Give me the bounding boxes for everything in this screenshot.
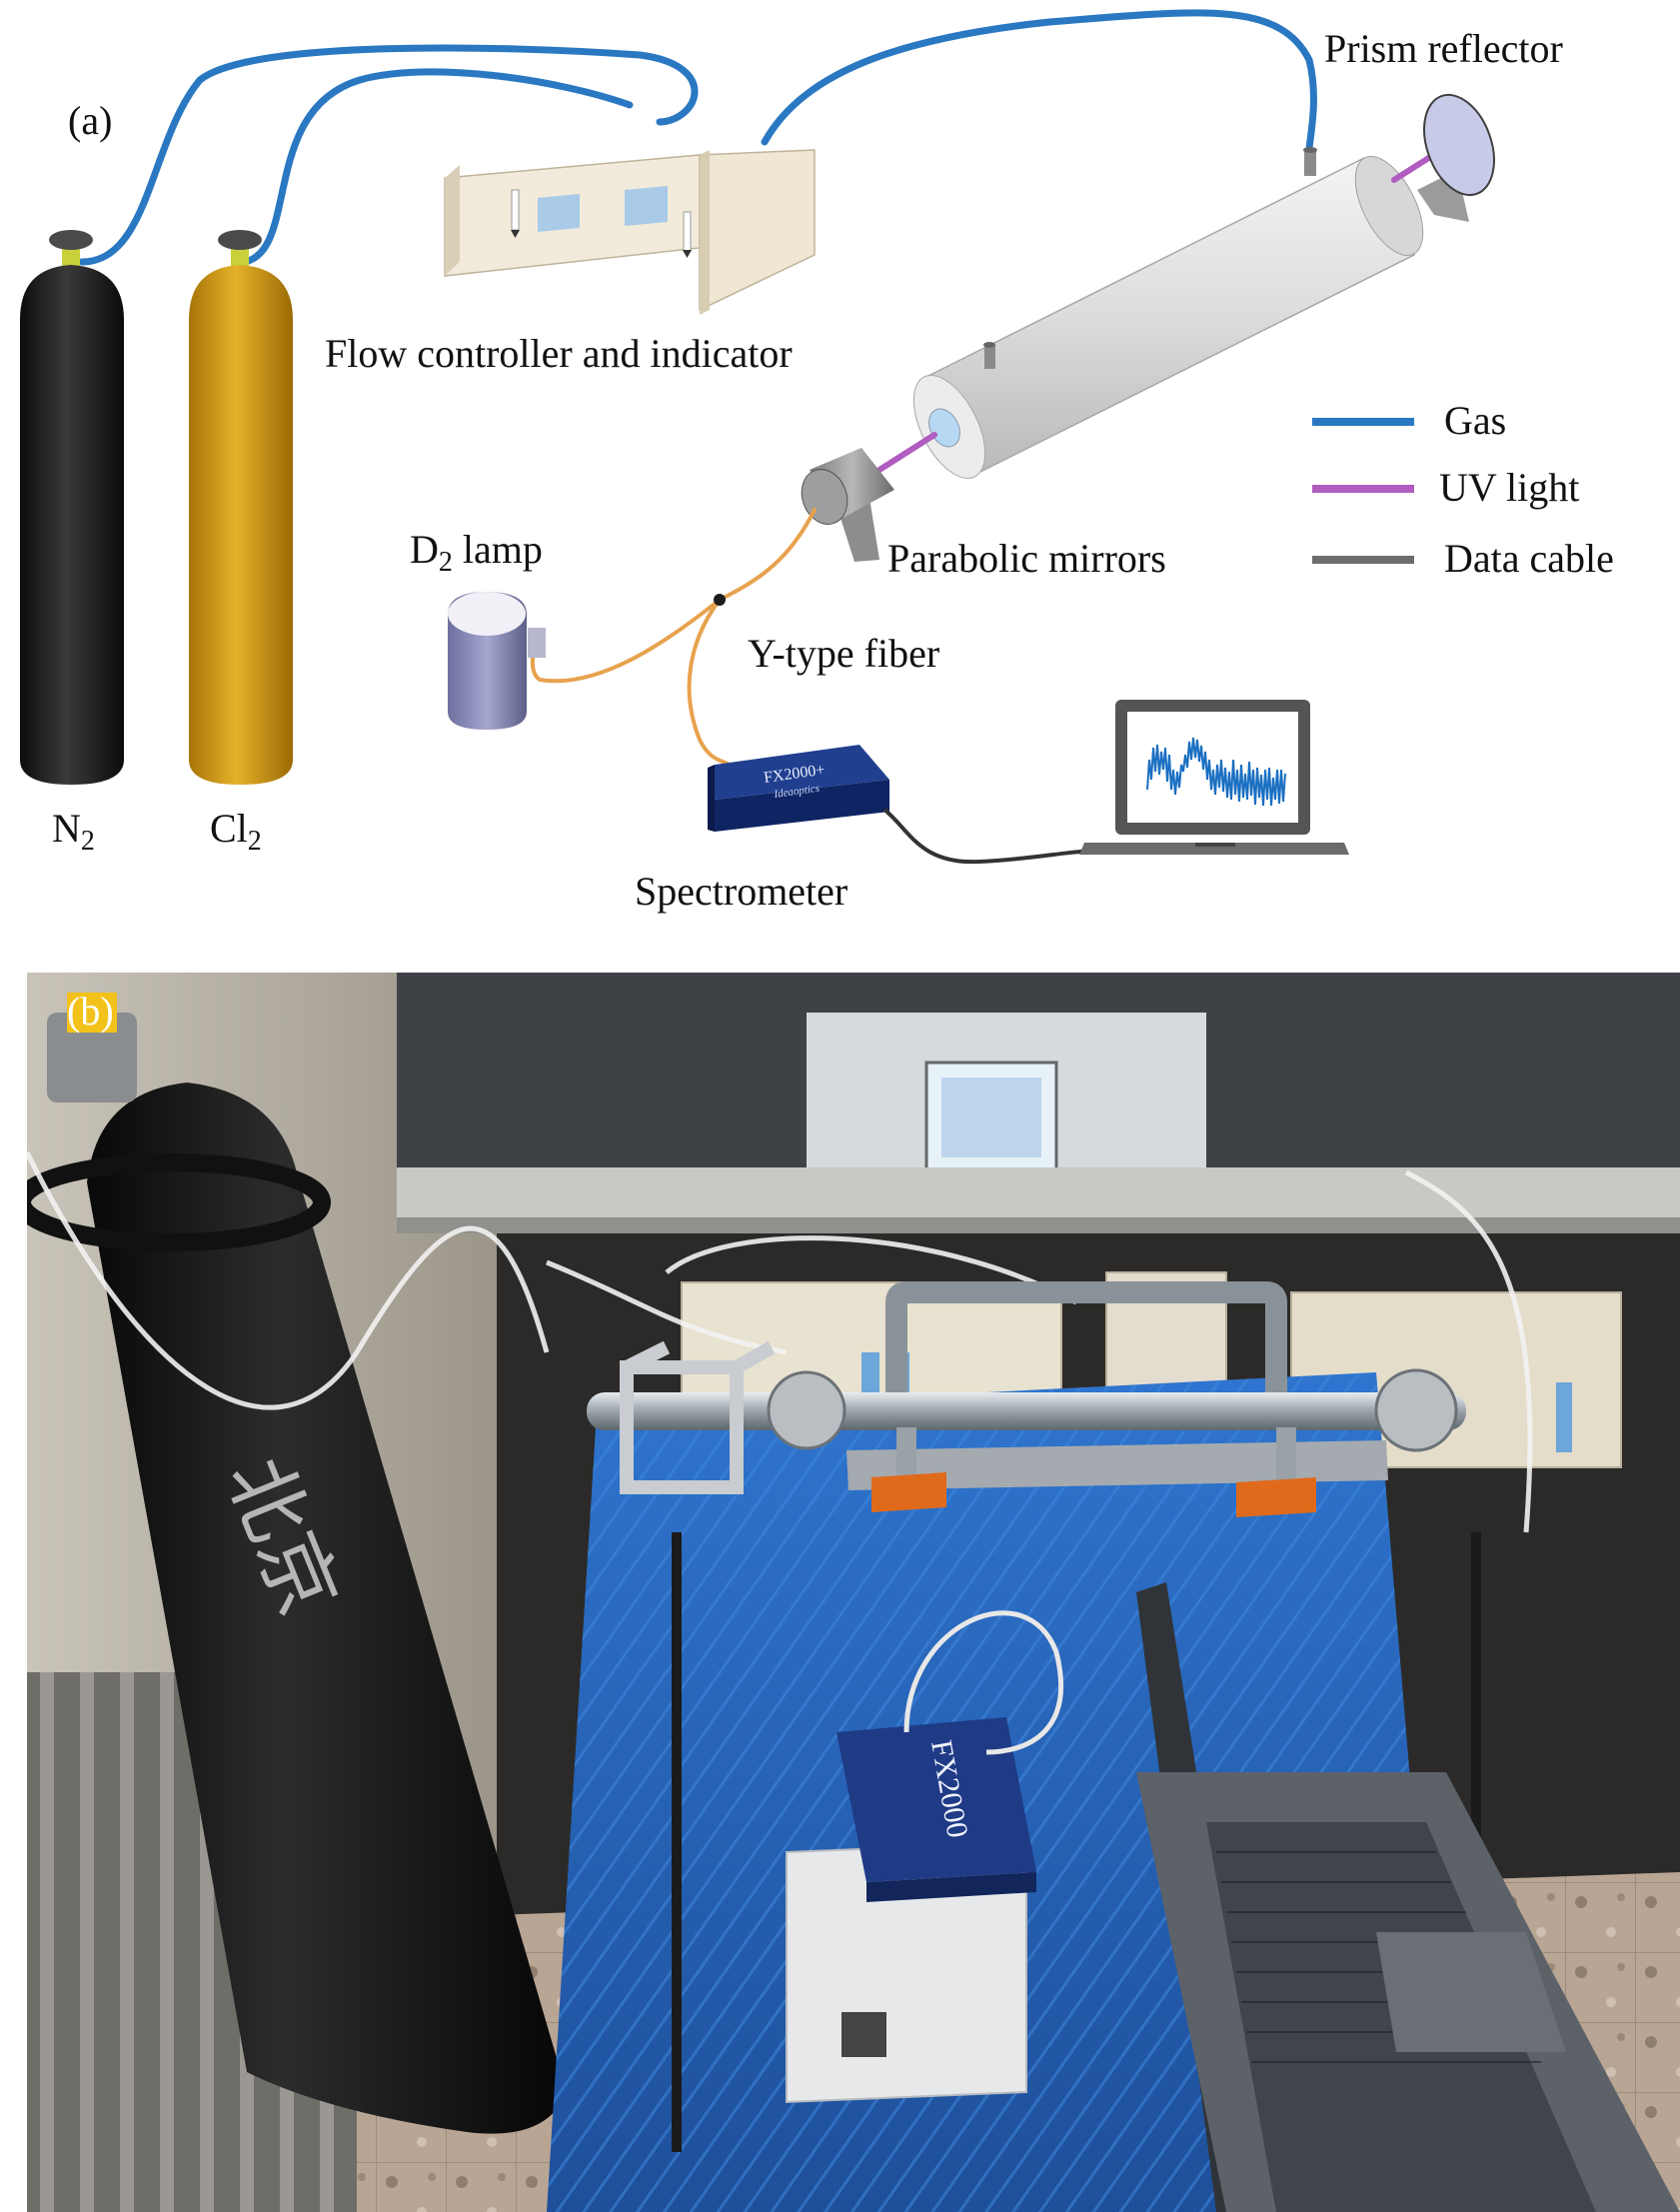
legend-gas-label: Gas <box>1444 398 1506 443</box>
spectrum-trace <box>1146 737 1286 807</box>
photo-laptop <box>1136 1582 1680 2212</box>
fiber-junction <box>714 594 726 606</box>
gas-cell <box>912 147 1424 479</box>
cl2-cylinder <box>189 230 293 785</box>
cl2-label: Cl2 <box>210 806 262 857</box>
d2-lamp-label: D2 lamp <box>410 527 543 578</box>
panel-a-label: (a) <box>68 98 112 143</box>
d2-lamp <box>448 592 546 730</box>
legend-uv-label: UV light <box>1439 465 1579 510</box>
photo-mirror-mount <box>620 1340 776 1494</box>
gas-lines <box>78 9 1317 266</box>
flow-controller <box>444 149 816 315</box>
prism-reflector-label: Prism reflector <box>1324 26 1563 71</box>
setup-schematic: (a) N2 Cl2 Flow controller and indicator <box>20 9 1614 914</box>
photo-gas-cell <box>587 1281 1466 1517</box>
parabolic-mirror <box>801 448 894 562</box>
y-fiber-label: Y-type fiber <box>748 631 939 676</box>
lab-photo: 北京 <box>27 973 1680 2212</box>
prism-reflector <box>1417 93 1495 222</box>
spectrometer: FX2000+ Ideaoptics <box>708 745 889 832</box>
n2-cylinder <box>20 230 124 785</box>
data-cable <box>882 808 1090 865</box>
flow-controller-label: Flow controller and indicator <box>325 331 793 376</box>
legend: Gas UV light Data cable <box>1312 398 1614 581</box>
panel-b-label: (b) <box>67 989 114 1034</box>
parabolic-mirrors-label: Parabolic mirrors <box>887 536 1166 581</box>
legend-cable-label: Data cable <box>1444 536 1614 581</box>
photo-spectrometer: FX2000 <box>786 1717 1036 2104</box>
spectrometer-label: Spectrometer <box>635 869 847 914</box>
photo-n2-cylinder: 北京 <box>27 993 567 2134</box>
n2-label: N2 <box>52 806 95 857</box>
laptop <box>1079 700 1349 855</box>
